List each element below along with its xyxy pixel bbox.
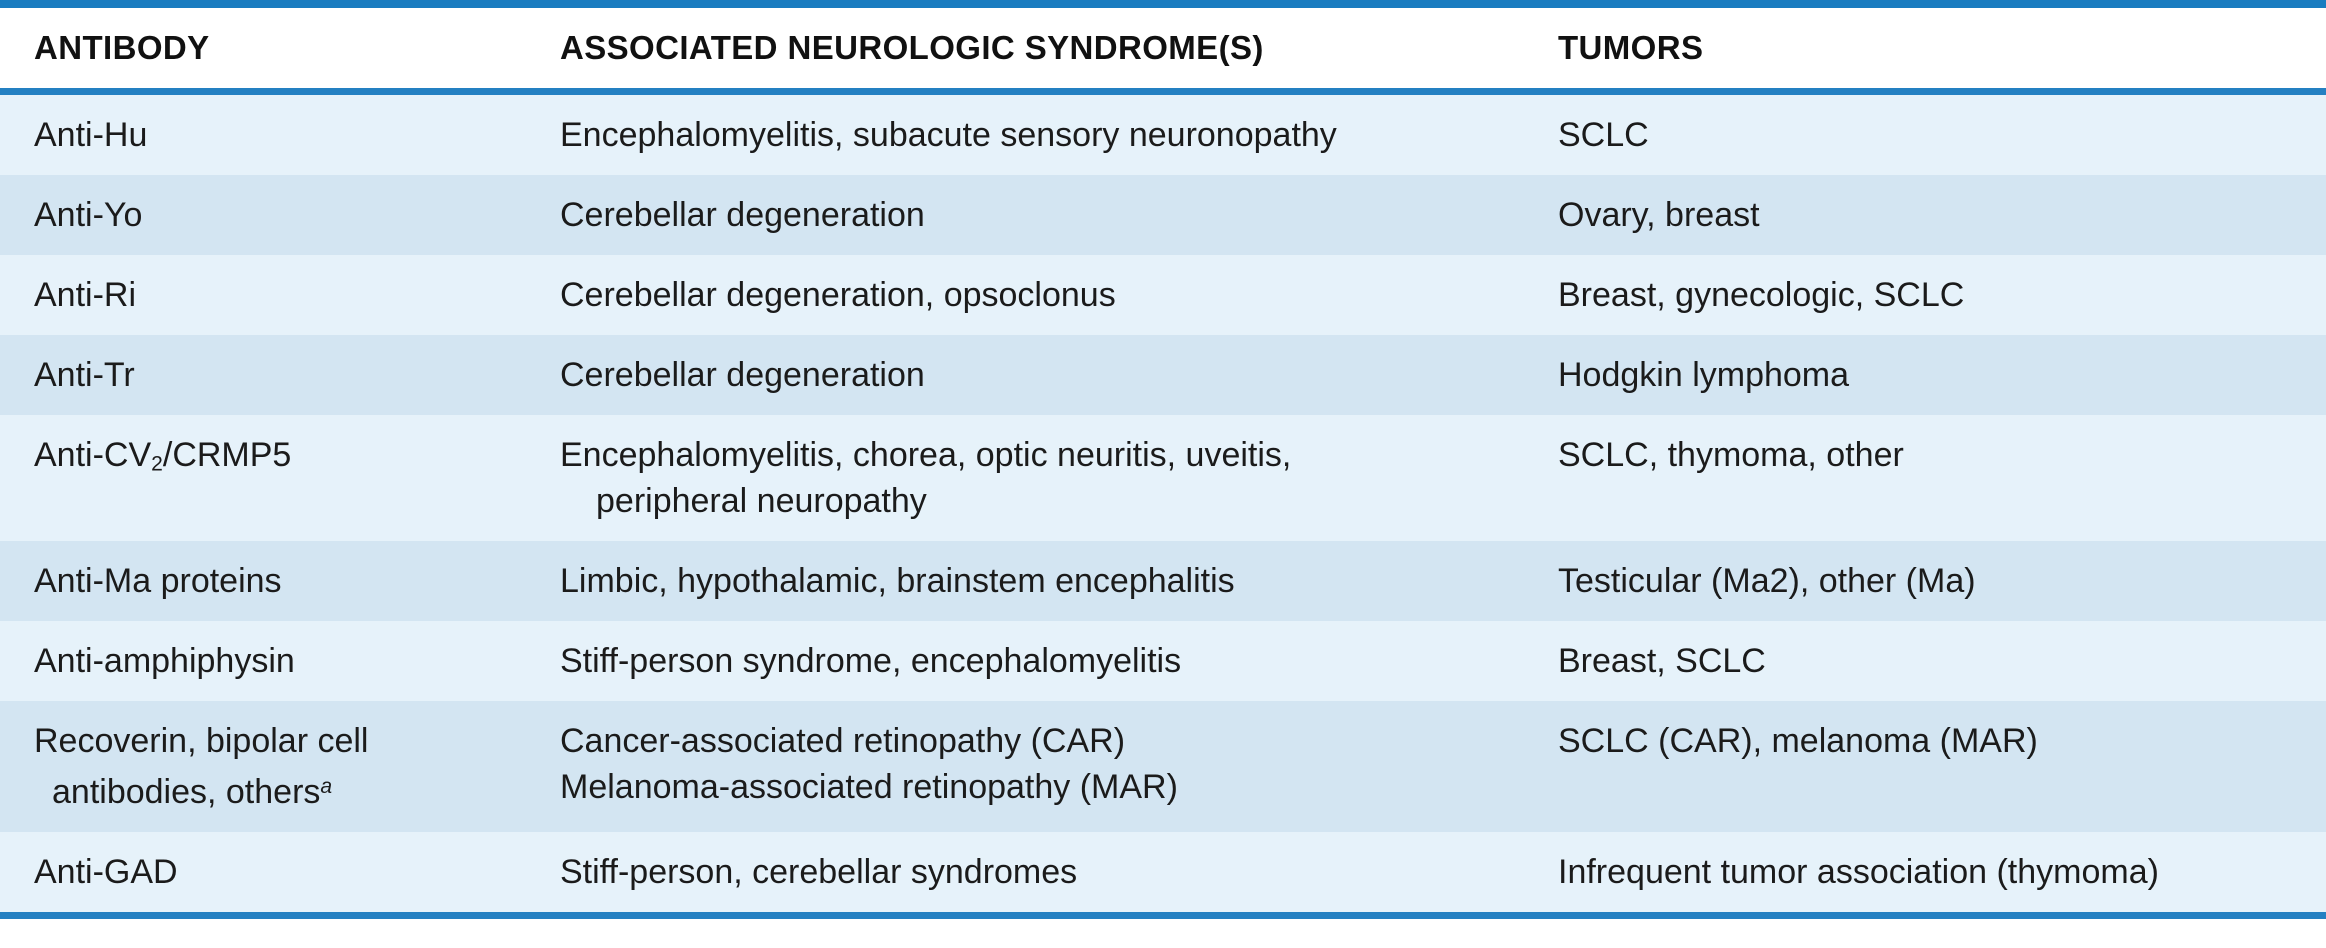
cell-antibody: Anti-GAD bbox=[34, 853, 178, 892]
antibody-line2-text: antibodies, others bbox=[52, 773, 321, 812]
cell-antibody: Anti-Yo bbox=[34, 196, 143, 234]
table-header-rule bbox=[0, 88, 2326, 95]
cell-antibody: Anti-Ri bbox=[34, 276, 137, 314]
cell-tumors: Testicular (Ma2), other (Ma) bbox=[1558, 562, 1976, 600]
cell-tumors: Ovary, breast bbox=[1558, 196, 1760, 234]
cell-syndromes: Encephalomyelitis, subacute sensory neur… bbox=[560, 116, 1337, 154]
antibody-prefix: Anti-CV bbox=[34, 436, 152, 474]
cell-antibody: Anti-amphiphysin bbox=[34, 642, 295, 680]
table-row: Anti-CV2/CRMP5 Encephalomyelitis, chorea… bbox=[0, 415, 2326, 541]
column-header-syndromes: ASSOCIATED NEUROLOGIC SYNDROME(S) bbox=[560, 29, 1264, 66]
table-header-row: ANTIBODY ASSOCIATED NEUROLOGIC SYNDROME(… bbox=[0, 8, 2326, 88]
cell-syndromes: Cerebellar degeneration bbox=[560, 356, 925, 394]
cell-antibody: Anti-Hu bbox=[34, 116, 148, 154]
table-bottom-rule bbox=[0, 912, 2326, 920]
table-row: Anti-Hu Encephalomyelitis, subacute sens… bbox=[0, 95, 2326, 175]
table-row: Anti-Ma proteins Limbic, hypothalamic, b… bbox=[0, 541, 2326, 621]
table-row: Recoverin, bipolar cell antibodies, othe… bbox=[0, 701, 2326, 833]
antibody-suffix: /CRMP5 bbox=[162, 436, 292, 474]
cell-syndromes: Cerebellar degeneration bbox=[560, 196, 925, 234]
cell-syndromes: Encephalomyelitis, chorea, optic neuriti… bbox=[560, 436, 1292, 520]
column-header-antibody: ANTIBODY bbox=[34, 29, 210, 66]
cell-tumors: SCLC, thymoma, other bbox=[1558, 436, 1904, 474]
column-header-tumors: TUMORS bbox=[1558, 29, 1704, 66]
antibody-subscript: 2 bbox=[151, 452, 163, 476]
cell-antibody: Anti-Ma proteins bbox=[34, 562, 282, 600]
footnote-a-marker: a bbox=[6, 943, 17, 948]
footnote-a: aA variety of target antigens have been … bbox=[6, 933, 2326, 948]
footnote-a-text: A variety of target antigens have been i… bbox=[17, 944, 657, 948]
cell-antibody: Recoverin, bipolar cell antibodies, othe… bbox=[34, 722, 369, 812]
cell-syndromes: Stiff-person syndrome, encephalomyelitis bbox=[560, 642, 1182, 680]
table-top-rule bbox=[0, 0, 2326, 8]
table-row: Anti-Tr Cerebellar degeneration Hodgkin … bbox=[0, 335, 2326, 415]
table-row: Anti-Ri Cerebellar degeneration, opsoclo… bbox=[0, 255, 2326, 335]
cell-antibody: Anti-Tr bbox=[34, 356, 135, 394]
cell-tumors: Breast, gynecologic, SCLC bbox=[1558, 276, 1965, 314]
table-row: Anti-Yo Cerebellar degeneration Ovary, b… bbox=[0, 175, 2326, 255]
cell-syndromes: Cancer-associated retinopathy (CAR) Mela… bbox=[560, 722, 1178, 806]
footnote-marker-a: a bbox=[320, 775, 333, 798]
table-row: Anti-GAD Stiff-person, cerebellar syndro… bbox=[0, 832, 2326, 913]
table-row: Anti-amphiphysin Stiff-person syndrome, … bbox=[0, 621, 2326, 701]
cell-tumors: SCLC bbox=[1558, 116, 1649, 154]
cell-syndromes: Stiff-person, cerebellar syndromes bbox=[560, 853, 1078, 892]
table-footnotes: aA variety of target antigens have been … bbox=[0, 919, 2326, 948]
cell-antibody: Anti-CV2/CRMP5 bbox=[0, 415, 540, 505]
cell-syndromes: Cerebellar degeneration, opsoclonus bbox=[560, 276, 1116, 314]
cell-tumors: Breast, SCLC bbox=[1558, 642, 1766, 680]
cell-tumors: Hodgkin lymphoma bbox=[1558, 356, 1850, 394]
cell-tumors: SCLC (CAR), melanoma (MAR) bbox=[1558, 722, 2038, 760]
cell-tumors: Infrequent tumor association (thymoma) bbox=[1558, 853, 2159, 892]
table-body: Anti-Hu Encephalomyelitis, subacute sens… bbox=[0, 95, 2326, 913]
cell-syndromes: Limbic, hypothalamic, brainstem encephal… bbox=[560, 562, 1235, 600]
